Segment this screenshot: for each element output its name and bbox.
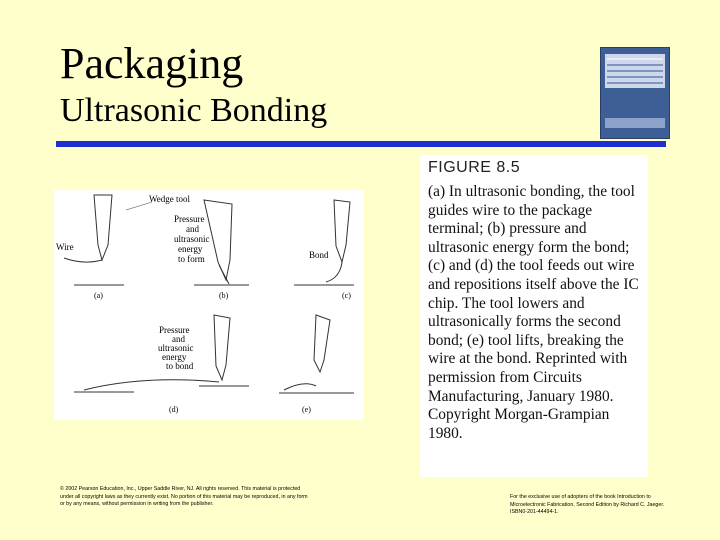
cover-author-band	[605, 118, 665, 128]
title-divider	[56, 141, 666, 147]
label-and: and	[186, 224, 199, 234]
cover-line	[607, 70, 663, 72]
label-part-d: (d)	[169, 405, 179, 414]
tool-shape	[333, 199, 351, 264]
tool-shape	[313, 314, 331, 374]
tool-shape	[203, 199, 233, 282]
label-wire: Wire	[56, 242, 74, 252]
label-energy: energy	[178, 244, 203, 254]
pointer-line	[125, 201, 153, 211]
cover-line	[607, 64, 663, 66]
diagram-part-e: (e)	[279, 314, 354, 414]
wire-line	[283, 383, 317, 391]
label-wedge: Wedge tool	[149, 194, 191, 204]
figure-caption-panel: FIGURE 8.5 (a) In ultrasonic bonding, th…	[420, 155, 648, 477]
label-pressure: Pressure	[174, 214, 205, 224]
figure-diagram-panel: Wedge tool Wire (a) Pressure and ultraso…	[54, 190, 364, 420]
copyright-notice: © 2002 Pearson Education, Inc., Upper Sa…	[60, 486, 308, 508]
label-energy: energy	[162, 352, 187, 362]
label-bond: Bond	[309, 250, 329, 260]
label-part-c: (c)	[342, 291, 351, 300]
energy-arrow	[218, 264, 230, 285]
slide-title: Packaging	[60, 39, 244, 88]
wire-line	[325, 261, 343, 283]
diagram-part-c: Bond (c)	[294, 199, 354, 300]
ultrasonic-bonding-diagram: Wedge tool Wire (a) Pressure and ultraso…	[56, 194, 354, 414]
diagram-part-d: Pressure and ultrasonic energy to bond (…	[74, 314, 249, 414]
label-part-a: (a)	[94, 291, 103, 300]
figure-caption: (a) In ultrasonic bonding, the tool guid…	[428, 183, 639, 442]
label-and: and	[172, 334, 185, 344]
label-to-bond: to bond	[166, 361, 194, 371]
book-attribution: For the exclusive use of adopters of the…	[510, 494, 665, 516]
label-part-e: (e)	[302, 405, 311, 414]
cover-line	[607, 82, 663, 84]
wire-line	[83, 379, 220, 391]
diagram-part-b: Pressure and ultrasonic energy to form (…	[174, 199, 249, 300]
label-to-form: to form	[178, 254, 205, 264]
book-cover-image	[600, 47, 670, 139]
diagram-part-a: Wedge tool Wire (a)	[56, 194, 191, 300]
label-ultrasonic: ultrasonic	[174, 234, 210, 244]
label-ultrasonic: ultrasonic	[158, 343, 194, 353]
wedge-tool-shape	[93, 194, 113, 262]
cover-line	[607, 58, 663, 60]
slide-subtitle: Ultrasonic Bonding	[60, 92, 328, 129]
figure-number: FIGURE 8.5	[428, 159, 521, 176]
tool-shape	[213, 314, 231, 382]
label-part-b: (b)	[219, 291, 229, 300]
cover-line	[607, 76, 663, 78]
wire-line	[63, 257, 103, 263]
label-pressure: Pressure	[159, 325, 190, 335]
